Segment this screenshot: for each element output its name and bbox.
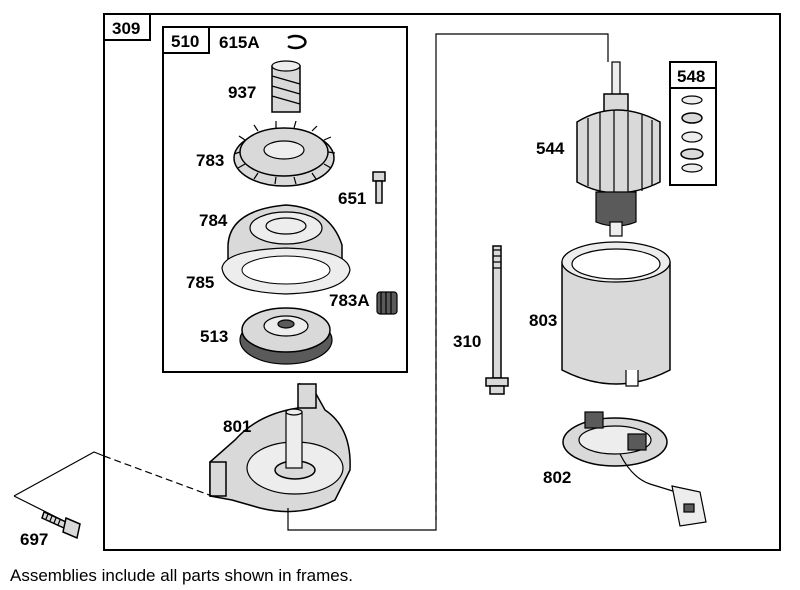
frame-510 [162,26,408,373]
small-gear-graphic [376,291,398,315]
label-651: 651 [338,189,366,208]
screw-graphic [372,171,386,204]
frame-548-label: 548 [677,67,705,86]
figure-caption: Assemblies include all parts shown in fr… [10,566,353,585]
frame-309-tag [103,13,151,41]
through-bolt-graphic [485,245,509,395]
brush-plate-graphic [562,411,707,527]
label-310: 310 [453,332,481,351]
label-802: 802 [543,468,571,487]
washer-set-graphic [680,95,704,173]
label-785: 785 [186,273,214,292]
label-615a: 615A [219,33,260,52]
label-544: 544 [536,139,565,158]
frame-548-tag [669,61,717,89]
bolt-leader-line [13,451,105,523]
assembly-bracket-line [287,33,609,531]
end-housing-graphic [209,382,351,513]
label-801: 801 [223,417,251,436]
gasket-graphic [221,247,351,295]
label-803: 803 [529,311,557,330]
retaining-clip-graphic [287,34,307,50]
armature-graphic [576,61,661,237]
gear-graphic [233,120,336,187]
frame-309 [103,13,781,551]
label-937: 937 [228,83,256,102]
label-784: 784 [199,211,228,230]
motor-housing-graphic [561,241,671,387]
frame-309-label: 309 [112,19,140,38]
ring-gear-graphic [239,307,333,365]
frame-510-tag [162,26,210,54]
label-783: 783 [196,151,224,170]
housing-alignment-line [103,455,213,497]
label-783a: 783A [329,291,370,310]
label-697: 697 [20,530,48,549]
frame-510-label: 510 [171,32,199,51]
label-513: 513 [200,327,228,346]
helix-pinion-graphic [271,60,301,113]
